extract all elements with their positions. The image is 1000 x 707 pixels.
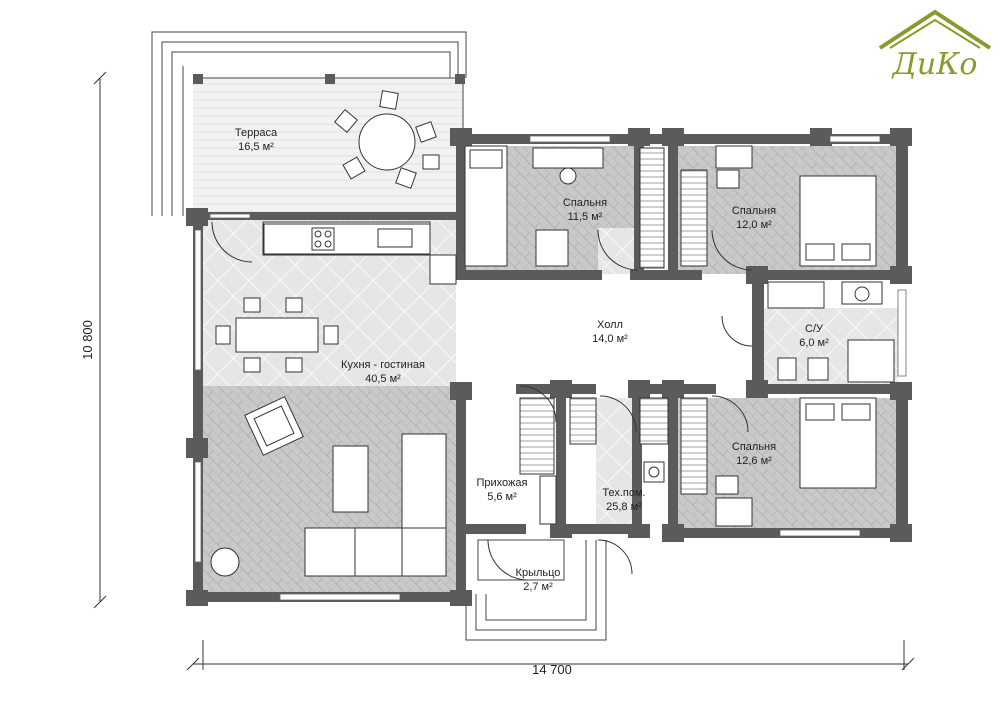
room-area-bedroom2: 12,0 м² xyxy=(736,219,772,231)
porch-edge xyxy=(465,539,607,641)
room-label-hall: Холл xyxy=(597,319,623,331)
room-label-bedroom1: Спальня xyxy=(563,197,607,209)
room-area-hall: 14,0 м² xyxy=(592,333,628,345)
room-label-bathroom: С/У xyxy=(805,323,824,335)
room-label-bedroom2: Спальня xyxy=(732,205,776,217)
room-area-bedroom3: 12,6 м² xyxy=(736,455,772,467)
room-label-terrace: Терраса xyxy=(235,127,278,139)
dimension-width: 14 700 xyxy=(532,662,572,677)
room-area-porch: 2,7 м² xyxy=(523,581,553,593)
dimension-height: 10 800 xyxy=(80,320,95,360)
company-logo: ДиКо xyxy=(878,9,992,82)
terrace-floor xyxy=(193,78,463,216)
furniture xyxy=(210,90,895,577)
windows xyxy=(194,135,907,601)
room-label-kitchen: Кухня - гостиная xyxy=(341,359,425,371)
room-label-bedroom3: Спальня xyxy=(732,441,776,453)
room-area-bathroom: 6,0 м² xyxy=(799,337,829,349)
room-area-entrance: 5,6 м² xyxy=(487,491,517,503)
tech-floor xyxy=(596,398,636,530)
doors xyxy=(211,221,753,581)
room-area-terrace: 16,5 м² xyxy=(238,141,274,153)
room-label-tech: Тех.пом. xyxy=(602,487,645,499)
logo-text: ДиКо xyxy=(891,47,978,82)
room-area-tech: 25,8 м² xyxy=(606,501,642,513)
dimension-lines xyxy=(93,71,915,671)
room-label-entrance: Прихожая xyxy=(477,477,528,489)
room-area-bedroom1: 11,5 м² xyxy=(568,211,603,223)
room-area-kitchen: 40,5 м² xyxy=(365,373,401,385)
room-label-porch: Крыльцо xyxy=(516,567,561,579)
